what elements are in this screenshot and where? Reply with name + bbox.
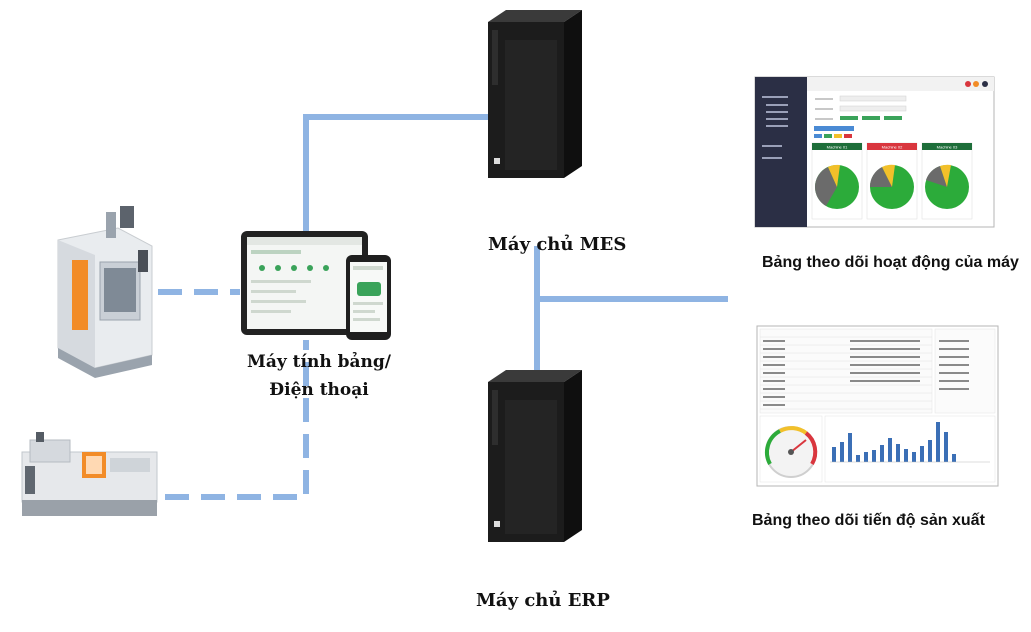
injection-machine-icon	[21, 432, 158, 516]
erp-server-icon	[488, 370, 582, 542]
tablet-label-line2: Điện thoại	[269, 380, 369, 400]
tablet-label-line1: Máy tính bảng/	[247, 352, 391, 372]
production-dashboard-screenshot	[756, 325, 999, 487]
dashboard-sidebar	[755, 77, 807, 227]
cnc-machine-icon	[57, 206, 153, 378]
production-dashboard-label: Bảng theo dõi tiến độ sản xuất	[752, 512, 985, 529]
panel-title-2: Machine 02	[882, 145, 903, 150]
link-injection-to-tablet	[165, 340, 309, 500]
production-table-graphic	[759, 328, 933, 414]
tablet-phone-label: Máy tính bảng/ Điện thoại	[244, 348, 394, 404]
mes-server-icon	[488, 10, 582, 178]
tablet-icon	[241, 231, 368, 335]
phone-icon	[346, 255, 391, 340]
link-tablet-to-mes	[303, 114, 488, 232]
panel-title-3: Machine 03	[937, 145, 958, 150]
mes-server-label: Máy chủ MES	[488, 234, 627, 255]
bar-chart-graphic	[824, 415, 996, 483]
solid-links	[303, 114, 728, 370]
machine-dashboard-label: Bảng theo dõi hoạt động của máy	[762, 254, 1019, 271]
dashed-links	[158, 289, 309, 500]
panel-title-1: Machine 01	[827, 145, 848, 150]
erp-server-label: Máy chủ ERP	[476, 590, 610, 611]
gauge-graphic	[759, 415, 823, 483]
machine-dashboard-screenshot: Machine 01 Machine 02 Machine 03	[754, 76, 995, 228]
